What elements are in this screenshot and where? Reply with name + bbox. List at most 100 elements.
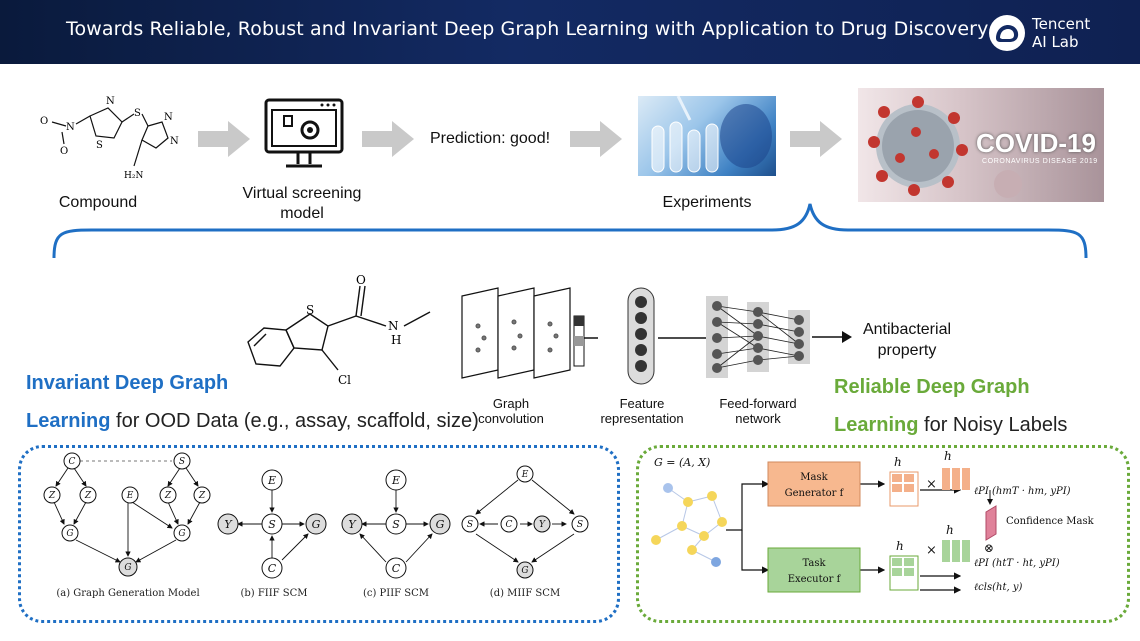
svg-text:E: E — [267, 474, 276, 487]
caption-b: (b) FIIF SCM — [240, 588, 307, 599]
reliable-sub-rest: for Noisy Labels — [918, 414, 1068, 436]
graph-equation: G = (A, X) — [654, 456, 710, 469]
svg-text:S: S — [268, 518, 276, 531]
loss-2: ℓPI (htT · ht, yPI) — [974, 558, 1060, 569]
mol1-n-label: N — [106, 96, 115, 107]
mask-gen-label-2: Generator f — [785, 488, 845, 499]
feature-label-1: Feature — [619, 396, 665, 411]
mask-generator-diagram: G = (A, X) Mask Generator f Task Executo… — [651, 450, 1095, 594]
svg-text:×: × — [926, 543, 937, 558]
test-tubes-icon — [651, 96, 772, 173]
caption-c: (c) PIIF SCM — [363, 588, 429, 599]
svg-text:h: h — [896, 539, 904, 553]
logo-text: Tencent AI Lab — [1032, 15, 1090, 51]
task-exec-label-1: Task — [802, 558, 826, 569]
feature-label-2: representation — [600, 411, 684, 426]
svg-text:h: h — [894, 455, 902, 469]
logo-line-1: Tencent — [1032, 15, 1091, 33]
covid-title: COVID-19 — [976, 128, 1096, 158]
task-exec-label-2: Executor f — [788, 574, 842, 585]
svg-text:S: S — [179, 457, 185, 467]
svg-text:Z: Z — [164, 491, 172, 501]
svg-text:h: h — [946, 523, 954, 537]
invariant-heading: Invariant Deep Graph — [26, 372, 229, 394]
svg-text:S: S — [577, 520, 583, 530]
confidence-mask-label: Confidence Mask — [1006, 516, 1095, 527]
mol1-n3-label: N — [170, 136, 179, 147]
pipeline-arrow-4 — [790, 121, 842, 157]
pipeline-arrow-2 — [362, 121, 414, 157]
svg-text:E: E — [391, 474, 400, 487]
caption-d: (d) MIIF SCM — [490, 588, 560, 599]
svg-text:Y: Y — [539, 520, 546, 530]
svg-text:C: C — [268, 562, 277, 575]
noisy-label-diagram-box — [636, 445, 1130, 623]
svg-text:G: G — [66, 529, 73, 539]
caption-a: (a) Graph Generation Model — [56, 588, 199, 599]
computer-model-icon — [264, 98, 344, 168]
mol1-n2-label: N — [164, 112, 173, 123]
svg-text:Z: Z — [84, 491, 92, 501]
mol1-s-label: S — [96, 140, 103, 151]
svg-text:C: C — [69, 457, 76, 467]
svg-text:E: E — [521, 470, 529, 480]
output-label-2: property — [877, 342, 937, 359]
benzothiophene-molecule: O S N H Cl — [247, 273, 431, 387]
logo-line-2: AI Lab — [1032, 33, 1079, 51]
svg-text:G: G — [521, 566, 528, 576]
svg-text:Y: Y — [348, 518, 357, 531]
feature-vector — [627, 287, 655, 385]
experiments-label: Experiments — [662, 194, 752, 211]
invariant-sub-rest: for OOD Data (e.g., assay, scaffold, siz… — [110, 410, 479, 432]
tencent-logo-icon — [989, 15, 1025, 51]
header-bar: Towards Reliable, Robust and Invariant D… — [0, 0, 1140, 64]
mol1-o2-label: O — [60, 146, 68, 157]
graph-conv-label-1: Graph — [492, 396, 530, 411]
graph-conv-label: Graph convolution — [466, 396, 556, 426]
graph-convolution-stack — [461, 287, 598, 379]
pipeline-arrow-1 — [198, 121, 250, 157]
curly-brace — [52, 203, 1088, 259]
page-title: Towards Reliable, Robust and Invariant D… — [66, 18, 989, 40]
covid-subtitle: CORONAVIRUS DISEASE 2019 — [982, 158, 1098, 165]
output-label-1: Antibacterial — [862, 321, 952, 338]
mol2-s-label: S — [306, 303, 314, 317]
svg-text:Z: Z — [198, 491, 206, 501]
feature-to-ffn-line — [658, 337, 706, 339]
svg-text:E: E — [126, 491, 134, 501]
output-label: Antibacterial property — [846, 319, 968, 361]
invariant-subheading: Learning for OOD Data (e.g., assay, scaf… — [26, 410, 479, 433]
graph-conv-label-2: convolution — [478, 411, 544, 426]
mol2-cl-label: Cl — [338, 373, 351, 387]
svg-text:×: × — [926, 477, 937, 492]
mask-gen-label-1: Mask — [800, 472, 828, 483]
compound-label: Compound — [58, 194, 138, 211]
prediction-label: Prediction: good! — [429, 130, 551, 147]
mol1-o-label: O — [40, 116, 48, 127]
scm-diagram-box — [18, 445, 620, 623]
model-label-line-1: Virtual screening — [242, 185, 362, 202]
reliable-sub-bold: Learning — [834, 414, 919, 436]
svg-text:G: G — [312, 518, 321, 531]
experiments-photo — [638, 96, 776, 176]
covid-image: COVID-19 CORONAVIRUS DISEASE 2019 — [858, 88, 1104, 202]
svg-text:G: G — [436, 518, 445, 531]
svg-text:C: C — [506, 520, 513, 530]
pipeline-arrow-3 — [570, 121, 622, 157]
ffn-label: Feed-forward network — [708, 396, 808, 426]
svg-text:G: G — [178, 529, 185, 539]
mol2-h-label: H — [391, 333, 401, 347]
virus-icon — [868, 96, 1022, 198]
svg-text:C: C — [392, 562, 401, 575]
svg-text:Z: Z — [48, 491, 56, 501]
ffn-label-1: Feed-forward — [719, 396, 797, 411]
ffn-label-2: network — [735, 411, 781, 426]
feed-forward-network — [706, 296, 810, 378]
svg-text:S: S — [467, 520, 473, 530]
svg-text:Y: Y — [224, 518, 233, 531]
mol1-nh2-label: H₂N — [124, 171, 143, 181]
svg-text:S: S — [392, 518, 400, 531]
output-arrow — [812, 331, 852, 343]
mol1-n4-label: N — [66, 122, 75, 133]
